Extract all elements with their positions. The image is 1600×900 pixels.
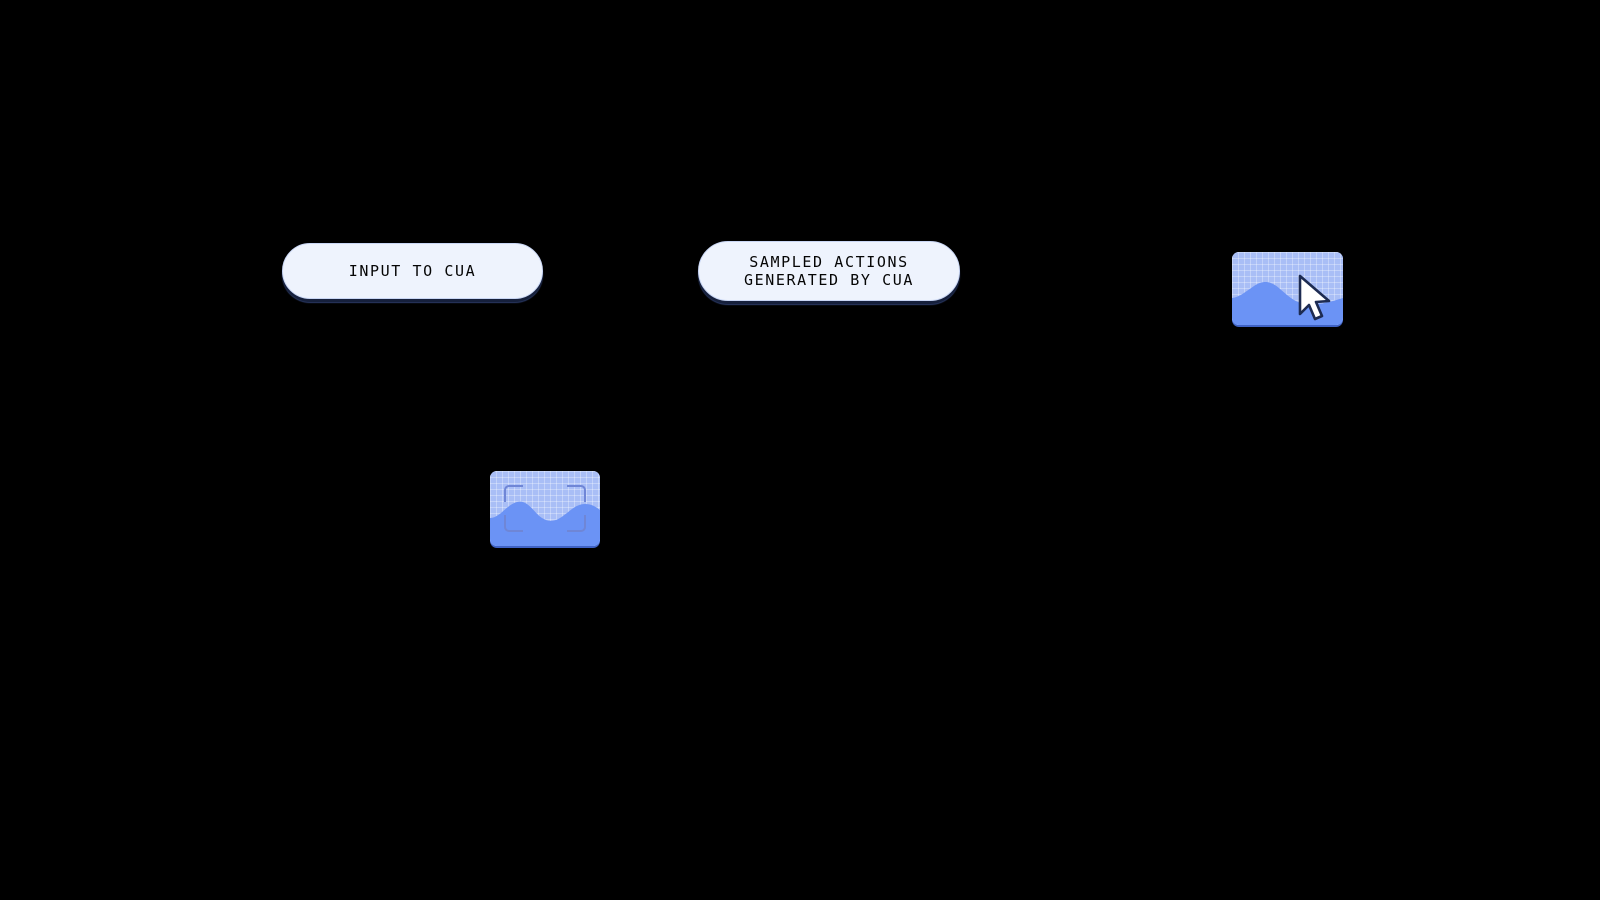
bracket-bottom-left-icon	[504, 515, 523, 532]
input-to-cua-label: INPUT TO CUA	[348, 261, 477, 280]
crop-brackets-icon	[490, 471, 600, 546]
bracket-bottom-right-icon	[567, 515, 586, 532]
sampled-actions-node[interactable]: SAMPLED ACTIONS GENERATED BY CUA	[698, 241, 960, 301]
input-to-cua-node[interactable]: INPUT TO CUA	[282, 243, 543, 299]
wave-shape-icon	[490, 501, 600, 546]
bracket-top-right-icon	[567, 485, 586, 502]
mouse-cursor-icon	[1298, 274, 1331, 321]
sampled-actions-label-line2: GENERATED BY CUA	[743, 271, 915, 289]
bracket-top-left-icon	[504, 485, 523, 502]
screenshot-with-cursor-thumbnail[interactable]	[1232, 252, 1343, 325]
screenshot-capture-thumbnail[interactable]	[490, 471, 600, 546]
sampled-actions-label-line1: SAMPLED ACTIONS	[749, 253, 909, 271]
